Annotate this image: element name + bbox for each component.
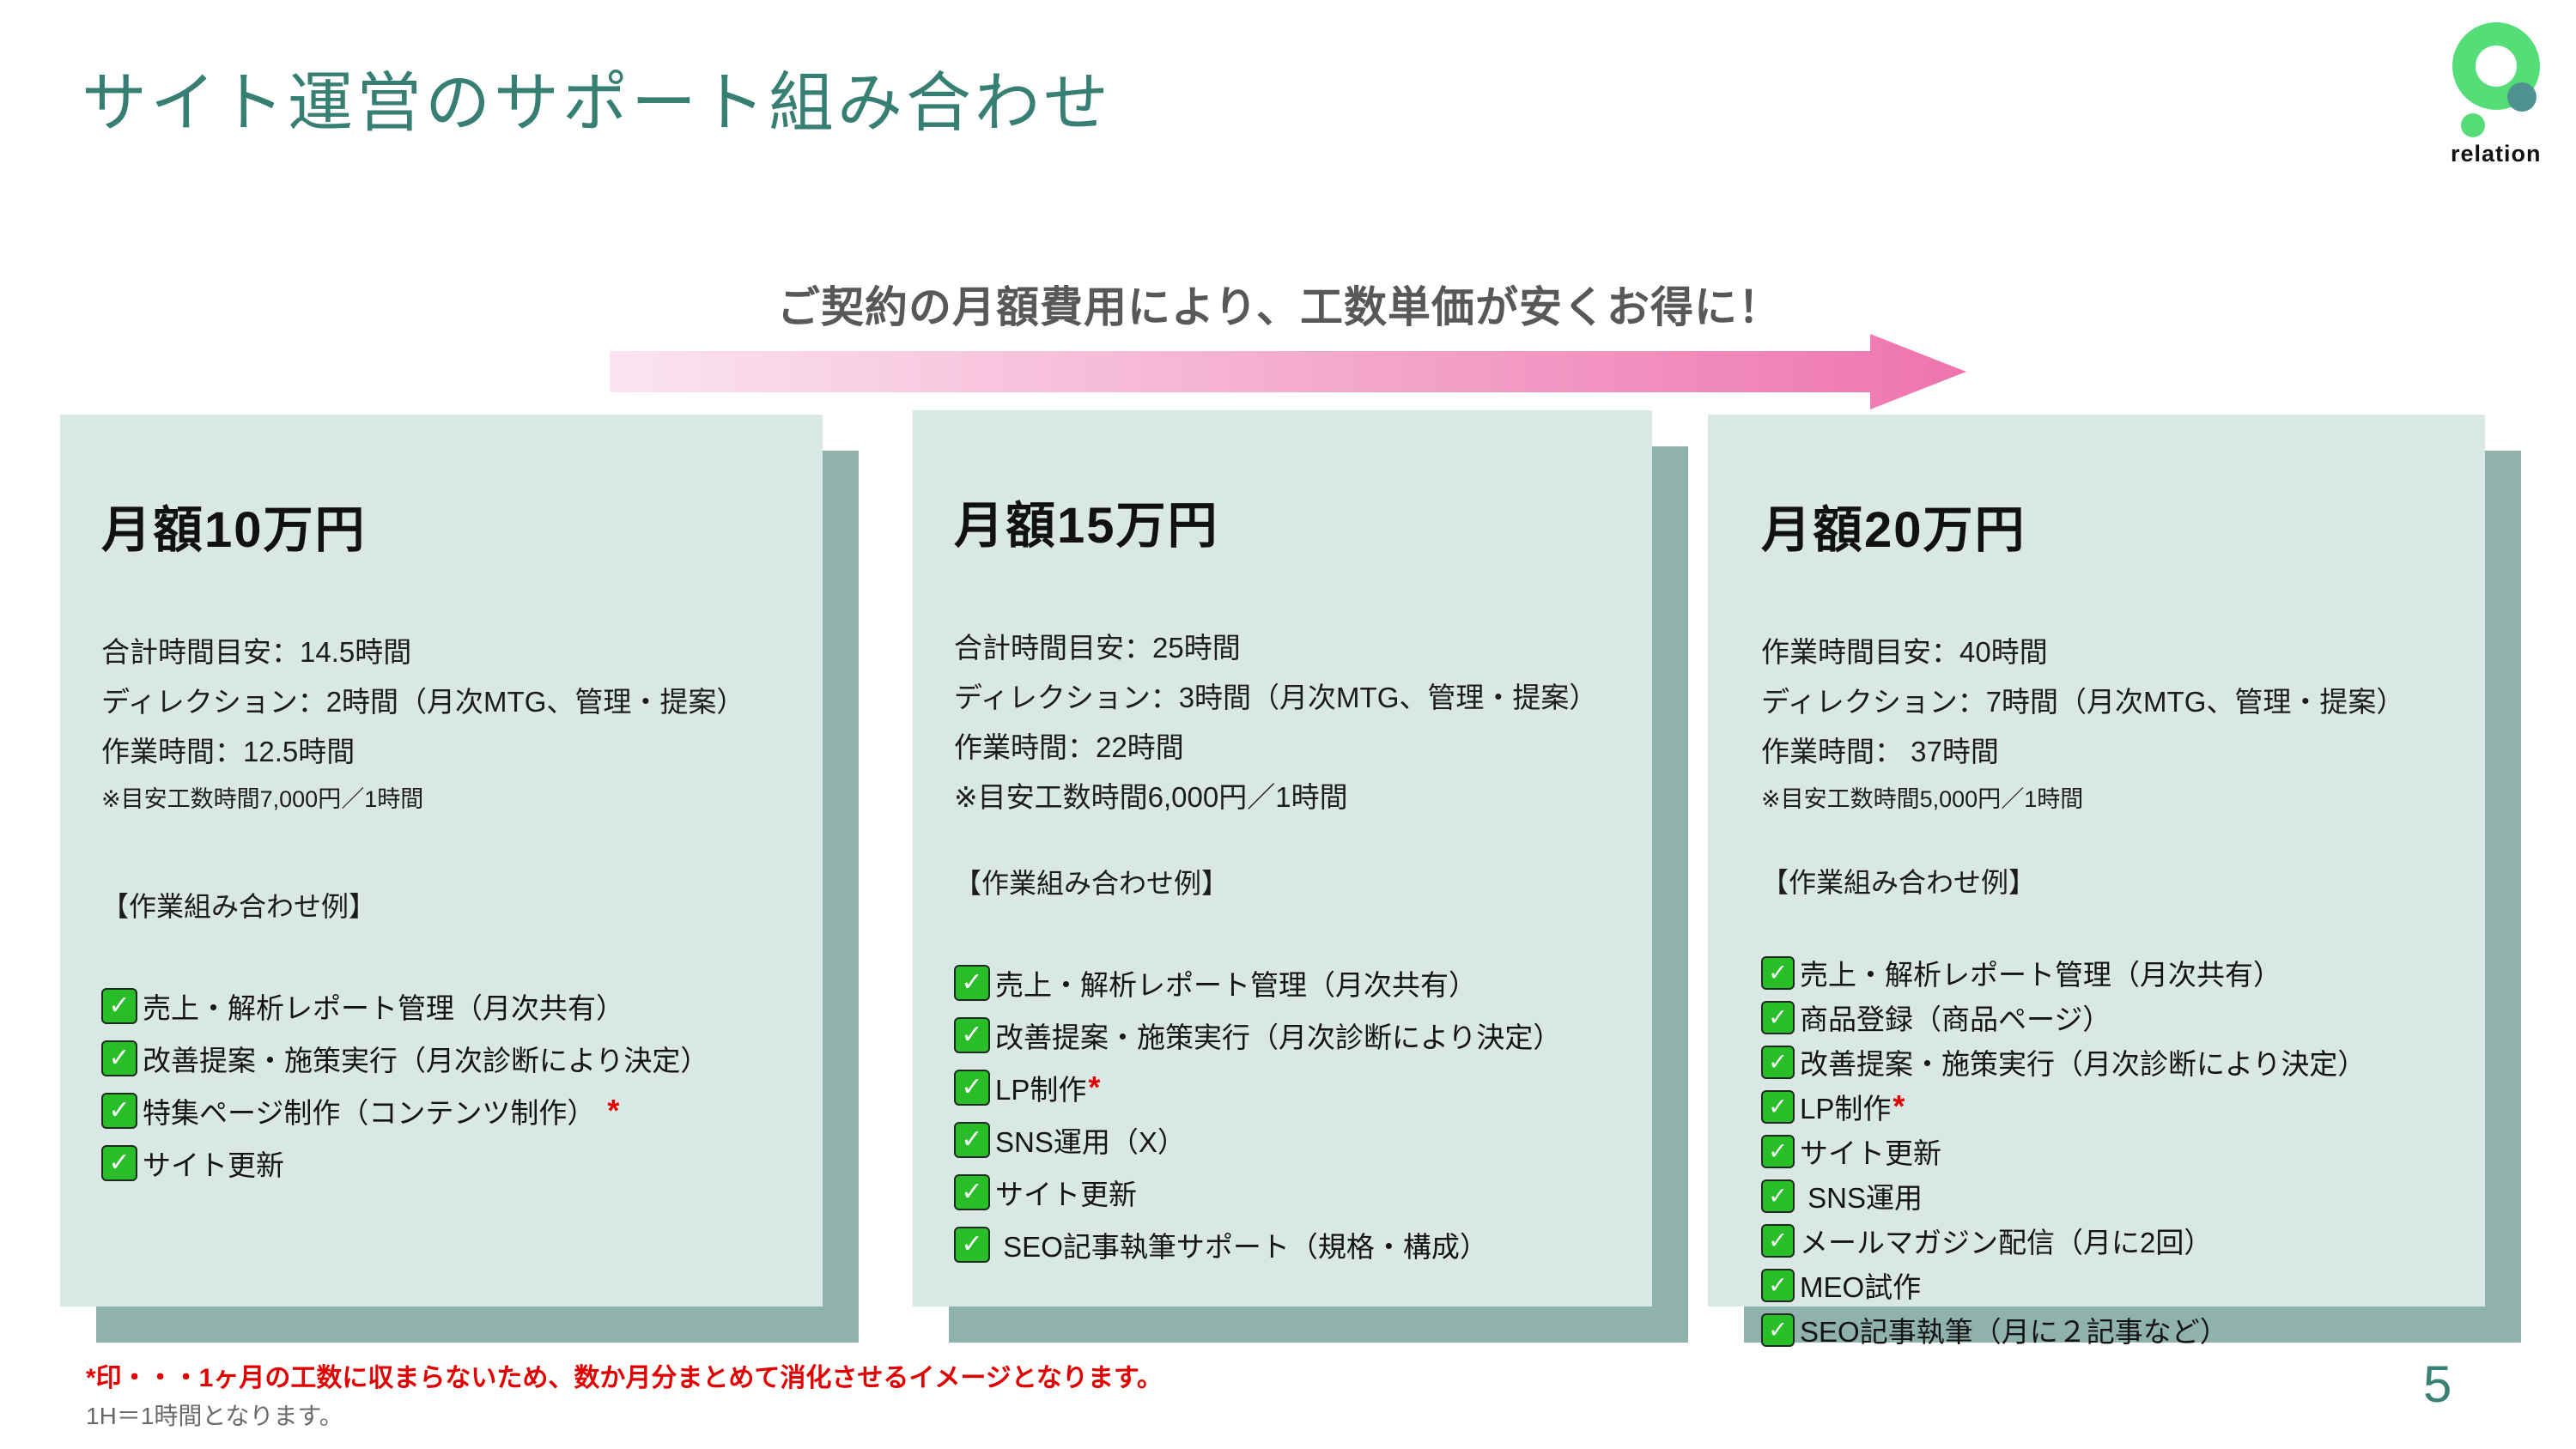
checkbox-icon: ✓ [1761,1000,1795,1034]
plan-card-details: 合計時間目安：25時間ディレクション：3時間（月次MTG、管理・提案） 作業時間：… [954,623,1626,822]
checklist: ✓売上・解析レポート管理（月次共有）✓改善提案・施策実行（月次診断により決定）✓… [101,979,797,1189]
asterisk-marker: * [1088,1069,1101,1105]
checklist-item: ✓売上・解析レポート管理（月次共有） [1761,950,2459,995]
checklist-item-label: サイト更新 [143,1149,284,1181]
checkbox-icon: ✓ [1761,1134,1795,1168]
checklist-item: ✓メールマガジン配信（月に2回） [1761,1218,2459,1263]
checklist-item: ✓ SEO記事執筆サポート（規格・構成） [954,1218,1626,1270]
checklist-item: ✓ SNS運用 [1761,1173,2459,1218]
checkbox-icon: ✓ [1761,1268,1795,1302]
combo-example-label: 【作業組み合わせ例】 [954,868,1230,899]
checklist-item-label: メールマガジン配信（月に2回） [1800,1227,2213,1258]
checklist-item: ✓MEO試作 [1761,1263,2459,1307]
card-detail-line: ディレクション：3時間（月次MTG、管理・提案） [954,682,1598,713]
checklist-item: ✓LP制作* [1761,1084,2459,1129]
card-detail-line: 作業時間目安：40時間 [1761,636,2048,668]
checkbox-icon: ✓ [954,1069,990,1106]
plan-card-heading: 月額15万円 [954,498,1219,554]
asterisk-marker: * [1893,1088,1905,1124]
logo-text: relation [2451,141,2542,167]
card-detail-line: 作業時間：12.5時間 [101,736,355,767]
footnote-asterisk-note: *印・・・1ヶ月の工数に収まらないため、数か月分まとめて消化させるイメージとなり… [86,1364,1163,1392]
plan-card: 月額10万円 合計時間目安：14.5時間ディレクション：2時間（月次MTG、管理… [60,415,823,1307]
combo-example-label: 【作業組み合わせ例】 [101,891,377,922]
checklist-item-label: 改善提案・施策実行（月次診断により決定） [143,1044,709,1076]
checkbox-icon: ✓ [954,1121,990,1158]
plan-card-heading: 月額20万円 [1761,502,2026,558]
checkbox-icon: ✓ [954,1173,990,1210]
checklist-item-label: 改善提案・施策実行（月次診断により決定） [1800,1048,2366,1080]
card-detail-line: ※目安工数時間6,000円／1時間 [954,781,1348,813]
page-title: サイト運営のサポート組み合わせ [82,67,1112,140]
checklist-item: ✓売上・解析レポート管理（月次共有） [101,979,797,1032]
card-detail-line: ※目安工数時間7,000円／1時間 [101,786,424,812]
checklist-item: ✓SNS運用（X） [954,1113,1626,1166]
checkbox-icon: ✓ [954,964,990,1001]
checkbox-icon: ✓ [1761,1179,1795,1213]
checklist-item: ✓特集ページ制作（コンテンツ制作） * [101,1084,797,1137]
checklist-item: ✓改善提案・施策実行（月次診断により決定） [954,1009,1626,1061]
checkbox-icon: ✓ [101,1092,137,1129]
checklist-item-label: LP制作 [1800,1093,1892,1125]
plan-card: 月額20万円 作業時間目安：40時間ディレクション：7時間（月次MTG、管理・提… [1708,415,2485,1348]
checklist-item: ✓サイト更新 [954,1166,1626,1218]
checklist-item-label: 改善提案・施策実行（月次診断により決定） [995,1021,1562,1053]
checklist-item-label: SNS運用（X） [995,1125,1186,1158]
checkbox-icon: ✓ [1761,1223,1795,1258]
card-detail-line: 合計時間目安：14.5時間 [101,636,412,668]
asterisk-marker: * [607,1092,620,1128]
card-detail-line: ※目安工数時間5,000円／1時間 [1761,786,2084,812]
checklist-item: ✓サイト更新 [101,1137,797,1189]
checkbox-icon: ✓ [954,1016,990,1053]
card-detail-line: ディレクション：2時間（月次MTG、管理・提案） [101,686,745,718]
checkbox-icon: ✓ [1761,955,1795,990]
checklist-item-label: SEO記事執筆サポート（規格・構成） [995,1230,1488,1263]
checklist-item: ✓SEO記事執筆（月に２記事など） [1761,1307,2459,1352]
checklist-item: ✓LP制作* [954,1061,1626,1113]
checklist-item-label: SEO記事執筆（月に２記事など） [1800,1316,2228,1348]
page-number: 5 [2423,1355,2452,1413]
checklist-item-label: 商品登録（商品ページ） [1800,1003,2111,1035]
checkbox-icon: ✓ [1761,1045,1795,1079]
checklist-item-label: 売上・解析レポート管理（月次共有） [1800,959,2281,991]
checklist: ✓売上・解析レポート管理（月次共有）✓商品登録（商品ページ）✓改善提案・施策実行… [1761,950,2459,1352]
checklist-item: ✓改善提案・施策実行（月次診断により決定） [1761,1040,2459,1084]
checklist-item: ✓商品登録（商品ページ） [1761,995,2459,1040]
checklist-item-label: MEO試作 [1800,1271,1922,1303]
plan-card: 月額15万円 合計時間目安：25時間ディレクション：3時間（月次MTG、管理・提… [913,410,1652,1307]
card-detail-line: 合計時間目安：25時間 [954,632,1241,664]
card-detail-line: 作業時間：22時間 [954,731,1184,763]
checklist-item-label: 売上・解析レポート管理（月次共有） [143,991,624,1024]
plan-card-heading: 月額10万円 [101,502,367,558]
checklist-item: ✓売上・解析レポート管理（月次共有） [954,956,1626,1009]
card-detail-line: ディレクション：7時間（月次MTG、管理・提案） [1761,686,2405,718]
combo-example-label: 【作業組み合わせ例】 [1761,867,2037,898]
relation-logo: relation [2435,12,2576,167]
checkbox-icon: ✓ [101,987,137,1024]
logo-teal-dot-icon [2507,82,2537,112]
checkbox-icon: ✓ [101,1144,137,1181]
plan-card-details: 作業時間目安：40時間ディレクション：7時間（月次MTG、管理・提案） 作業時間：… [1761,627,2459,822]
footnote-hour-note: 1H＝1時間となります。 [86,1403,343,1429]
checklist-item-label: LP制作 [995,1073,1087,1106]
checklist-item-label: サイト更新 [995,1178,1137,1210]
checklist-item: ✓改善提案・施策実行（月次診断により決定） [101,1032,797,1084]
gradient-arrow-icon [610,334,1966,409]
plan-card-details: 合計時間目安：14.5時間ディレクション：2時間（月次MTG、管理・提案） 作業時… [101,627,797,822]
checklist-item-label: サイト更新 [1800,1137,1941,1169]
checkbox-icon: ✓ [1761,1313,1795,1347]
logo-green-dot-icon [2461,113,2485,137]
checklist-item: ✓サイト更新 [1761,1129,2459,1173]
checklist: ✓売上・解析レポート管理（月次共有）✓改善提案・施策実行（月次診断により決定）✓… [954,956,1626,1270]
checkbox-icon: ✓ [954,1226,990,1263]
headline: ご契約の月額費用により、工数単価が安くお得に！ [777,283,1782,331]
checklist-item-label: SNS運用 [1800,1182,1923,1214]
checklist-item-label: 売上・解析レポート管理（月次共有） [995,968,1477,1001]
checkbox-icon: ✓ [1761,1089,1795,1124]
checkbox-icon: ✓ [101,1040,137,1076]
card-detail-line: 作業時間： 37時間 [1761,736,1999,767]
checklist-item-label: 特集ページ制作（コンテンツ制作） [143,1096,596,1129]
